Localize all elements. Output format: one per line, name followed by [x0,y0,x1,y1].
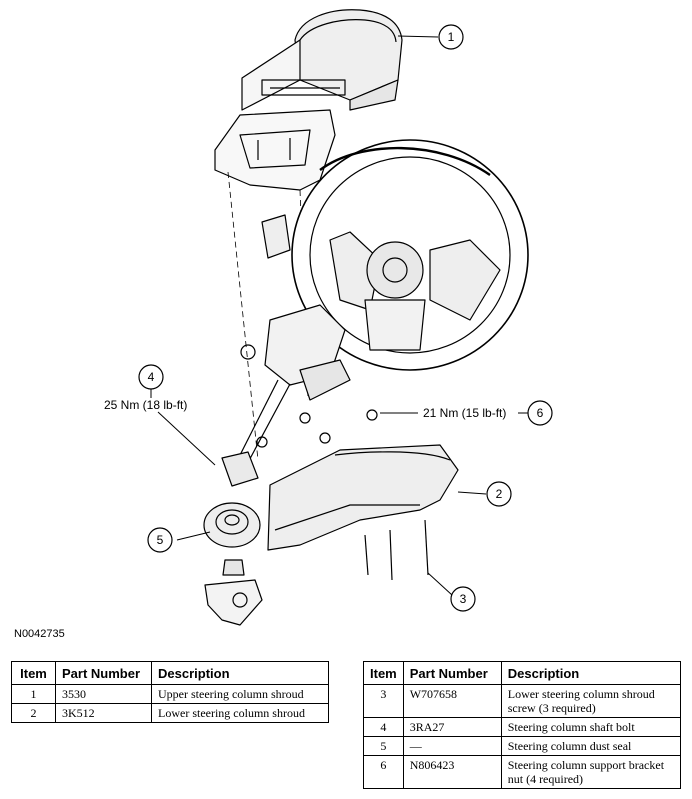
parts-table-left: Item Part Number Description 1 3530 Uppe… [11,661,329,723]
table-row: 3 W707658 Lower steering column shroud s… [363,684,682,718]
steering-column-drawing [221,214,378,487]
header-item: Item [11,661,56,685]
row-item: 3 [363,684,404,718]
row-part-number: 3530 [55,684,152,704]
row-description: Lower steering column shroud [151,703,329,723]
header-item: Item [363,661,404,685]
callout-4: 4 [138,364,164,390]
figure-id: N0042735 [14,628,65,640]
table-row: 2 3K512 Lower steering column shroud [11,703,329,723]
table-row: 6 N806423 Steering column support bracke… [363,755,682,789]
callout-2: 2 [486,481,512,507]
steering-wheel-drawing [291,139,529,371]
table-row: 5 — Steering column dust seal [363,736,682,756]
header-description: Description [500,661,682,685]
upper-shroud-drawing [241,9,403,111]
row-description: Steering column shaft bolt [500,717,682,737]
row-description: Steering column dust seal [500,736,682,756]
row-item: 5 [363,736,404,756]
lower-shroud-drawing [267,444,459,581]
leader-lines [150,35,528,596]
dust-seal-drawing [203,502,263,626]
row-item: 4 [363,717,404,737]
svg-text:6: 6 [537,406,544,420]
row-part-number: 3K512 [55,703,152,723]
callout-1: 1 [438,24,464,50]
svg-text:1: 1 [448,30,455,44]
row-item: 6 [363,755,404,789]
svg-text:4: 4 [148,370,155,384]
header-part-number: Part Number [55,661,152,685]
row-part-number: — [402,736,502,756]
torque-label-6: 21 Nm (15 lb-ft) [423,406,506,420]
parts-table-right: Item Part Number Description 3 W707658 L… [363,661,682,789]
table-row: 1 3530 Upper steering column shroud [11,684,329,704]
header-part-number: Part Number [402,661,502,685]
row-item: 1 [11,684,56,704]
row-description: Upper steering column shroud [151,684,329,704]
row-part-number: N806423 [402,755,502,789]
svg-text:3: 3 [460,592,467,606]
callout-6: 6 [527,400,553,426]
table-row: 4 3RA27 Steering column shaft bolt [363,717,682,737]
row-item: 2 [11,703,56,723]
row-description: Steering column support bracket nut (4 r… [500,755,682,789]
row-part-number: W707658 [402,684,502,718]
exploded-parts-diagram: 1 2 3 4 5 6 25 Nm (18 lb-ft) 21 Nm (15 l… [104,9,553,626]
row-part-number: 3RA27 [402,717,502,737]
torque-label-4: 25 Nm (18 lb-ft) [104,398,187,412]
row-description: Lower steering column shroud screw (3 re… [500,684,682,718]
svg-text:5: 5 [157,533,164,547]
callout-3: 3 [450,586,476,612]
header-description: Description [151,661,329,685]
svg-text:2: 2 [496,487,503,501]
callout-5: 5 [147,527,173,553]
